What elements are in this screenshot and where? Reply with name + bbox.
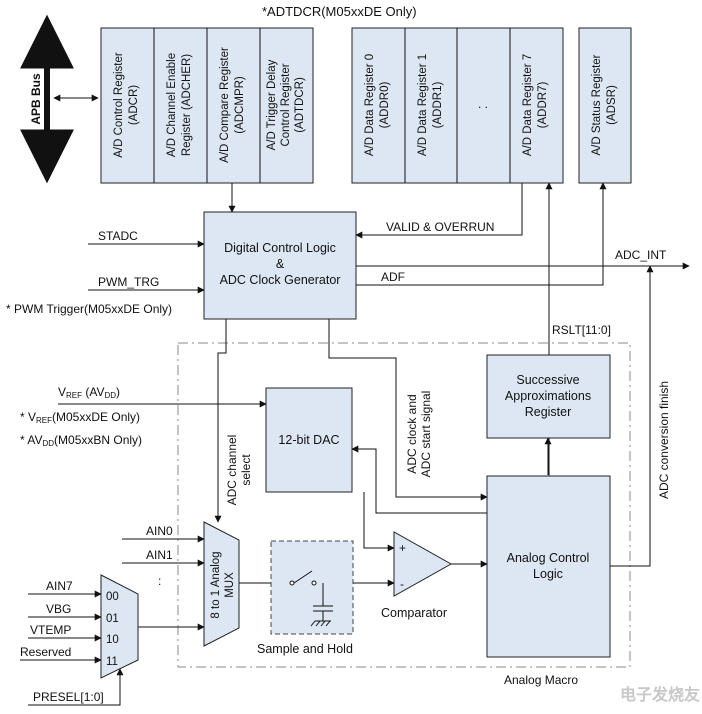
adc-channel-select-label-2: select	[239, 454, 253, 486]
adc-clock-label-2: ADC start signal	[419, 391, 433, 478]
addr7-label: A/D Data Register 7	[522, 54, 534, 156]
adc-clock-label-1: ADC clock and	[405, 394, 419, 473]
adcr-name: (ADCR)	[128, 85, 140, 125]
presel-label: PRESEL[1:0]	[33, 690, 104, 704]
adsr-label: A/D Status Register	[591, 54, 603, 155]
addr1-name: (ADDR1)	[432, 82, 444, 129]
analog-macro-border	[177, 342, 631, 668]
adc-conversion-finish-label: ADC conversion finish	[657, 381, 671, 499]
mux-line1: 8 to 1 Analog	[210, 551, 222, 618]
adcmpr-name: (ADCMPR)	[234, 76, 246, 134]
valid-overrun-label: VALID & OVERRUN	[386, 220, 494, 234]
presel-select-line	[28, 668, 124, 706]
adc-clock-start-line	[328, 319, 488, 501]
comparator-label: Comparator	[381, 606, 447, 620]
adtdcr-note: *ADTDCR(M05xxDE Only)	[262, 4, 417, 19]
sample-and-hold	[270, 540, 354, 635]
ain-ellipsis: :	[158, 574, 161, 588]
vref-note: * VREF(M05xxDE Only)	[20, 410, 140, 425]
apb-bus-label: APB Bus	[29, 73, 43, 125]
analog-control-logic: Analog Control Logic	[486, 475, 611, 658]
acl-line2: Logic	[533, 567, 563, 581]
presel-code-11: 11	[106, 656, 118, 668]
addr7-name: (ADDR7)	[537, 82, 549, 129]
analog-mux: 8 to 1 Analog MUX	[203, 521, 240, 647]
adf-label: ADF	[381, 270, 405, 284]
acl-line1: Analog Control	[507, 551, 590, 565]
adc-channel-select-line	[214, 319, 227, 523]
presel-code-10: 10	[106, 634, 119, 646]
adtdcr-name: (ADTDCR)	[294, 77, 306, 133]
dac-to-comparator-line	[363, 492, 395, 552]
control-register-group: A/D Control Register (ADCR) A/D Channel …	[100, 27, 314, 184]
adc-conversion-finish-line	[610, 265, 654, 567]
digital-control-logic: Digital Control Logic & ADC Clock Genera…	[203, 211, 357, 320]
adtdcr-label-2: Control Register	[280, 63, 292, 146]
watermark: 电子发烧友	[620, 685, 701, 704]
sar-line1: Successive	[516, 373, 579, 387]
valid-overrun-line	[355, 183, 523, 239]
comparator-plus: +	[399, 541, 406, 555]
status-register: A/D Status Register (ADSR)	[578, 27, 632, 184]
acl-to-dac-line	[351, 445, 487, 514]
adc-channel-select-label-1: ADC channel	[225, 435, 239, 506]
presel-code-00: 00	[106, 591, 119, 603]
sample-hold-label: Sample and Hold	[257, 642, 353, 656]
dcl-line2: &	[276, 257, 285, 271]
mux-line2: MUX	[224, 572, 236, 598]
data-register-group: A/D Data Register 0 (ADDR0) A/D Data Reg…	[351, 27, 564, 184]
vref-label: VREF (AVDD)	[58, 385, 120, 400]
ain7-label: AIN7	[46, 579, 73, 593]
avdd-note: * AVDD(M05xxBN Only)	[20, 433, 142, 448]
adf-line	[356, 182, 607, 286]
vtemp-label: VTEMP	[30, 623, 71, 637]
dcl-line3: ADC Clock Generator	[220, 273, 341, 287]
rslt-label: RSLT[11:0]	[552, 323, 611, 337]
comparator: + -	[393, 531, 453, 597]
pwm-trg-label: PWM_TRG	[98, 275, 159, 289]
addr1-label: A/D Data Register 1	[417, 54, 429, 156]
adc-int-label: ADC_INT	[615, 248, 667, 262]
analog-macro-label: Analog Macro	[504, 673, 578, 687]
presel-mux: 00 01 10 11	[100, 574, 139, 679]
addr0-name: (ADDR0)	[379, 82, 391, 129]
sar-line2: Approximations	[505, 389, 591, 403]
adtdcr-label: A/D Trigger Delay	[266, 59, 278, 150]
dcl-line1: Digital Control Logic	[224, 241, 336, 255]
reserved-label: Reserved	[20, 645, 71, 659]
ain1-label: AIN1	[146, 548, 173, 562]
sar-line3: Register	[525, 405, 572, 419]
addr0-label: A/D Data Register 0	[364, 54, 376, 156]
adcher-name: Register (ADCHER)	[181, 54, 193, 156]
comparator-minus: -	[400, 577, 404, 591]
data-register-ellipsis: . .	[478, 97, 488, 111]
vbg-label: VBG	[46, 602, 71, 616]
pwm-trigger-note: * PWM Trigger(M05xxDE Only)	[6, 302, 172, 316]
adcmpr-label: A/D Compare Register	[219, 47, 231, 163]
dac-label: 12-bit DAC	[278, 433, 339, 447]
sar-register: Successive Approximations Register	[486, 354, 611, 439]
stadc-label: STADC	[98, 229, 138, 243]
adcher-label: A/D Channel Enable	[166, 53, 178, 157]
presel-code-01: 01	[106, 613, 119, 625]
dac-block: 12-bit DAC	[265, 387, 353, 493]
adcr-label: A/D Control Register	[113, 52, 125, 158]
adsr-name: (ADSR)	[606, 85, 618, 125]
ain0-label: AIN0	[146, 524, 173, 538]
